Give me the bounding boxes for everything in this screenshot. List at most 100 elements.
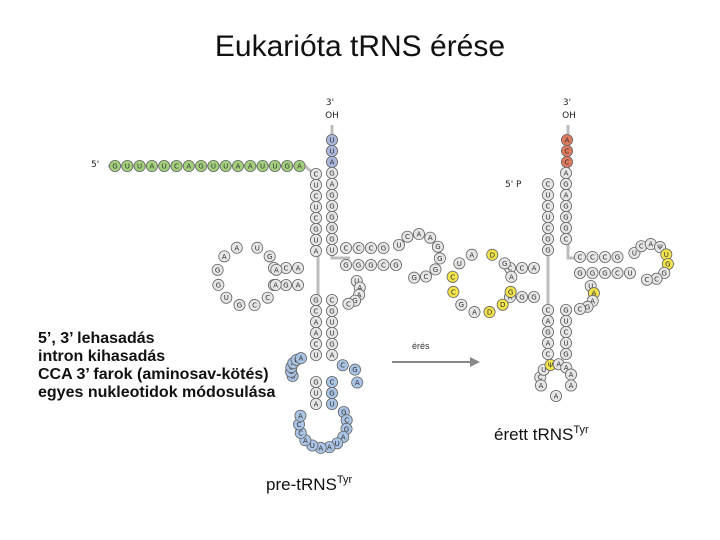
acceptor-stem-nucleotide: U bbox=[309, 200, 322, 213]
d-arm-nucleotide: G bbox=[279, 278, 292, 291]
acceptor-stem-nucleotide: G bbox=[560, 199, 573, 212]
acceptor-stem-nucleotide: U bbox=[542, 188, 555, 201]
svg-text:C: C bbox=[508, 265, 513, 273]
svg-text:A: A bbox=[355, 379, 360, 387]
svg-text:G: G bbox=[563, 181, 568, 189]
pre-oh-label: OH bbox=[325, 111, 339, 121]
d-loop-nucleotide: G bbox=[263, 250, 276, 263]
acceptor-stem-nucleotide: G bbox=[542, 232, 555, 245]
svg-text:G: G bbox=[112, 163, 117, 171]
svg-text:C: C bbox=[615, 270, 620, 278]
svg-text:C: C bbox=[564, 236, 569, 244]
svg-text:A: A bbox=[341, 433, 346, 441]
d-loop-nucleotide: A bbox=[230, 241, 243, 254]
d-arm-nucleotide: G bbox=[516, 290, 529, 303]
maturation-arrow bbox=[392, 357, 480, 367]
svg-text:A: A bbox=[357, 284, 362, 292]
svg-text:A: A bbox=[303, 437, 308, 445]
svg-text:D: D bbox=[490, 251, 495, 259]
anticodon-stem-nucleotide: U bbox=[325, 315, 338, 328]
t-arm-nucleotide: G bbox=[389, 258, 402, 271]
svg-text:A: A bbox=[546, 340, 551, 348]
leader-nucleotide: U bbox=[268, 159, 281, 172]
svg-text:U: U bbox=[329, 148, 334, 156]
svg-text:G: G bbox=[585, 303, 590, 311]
svg-text:C: C bbox=[340, 362, 345, 370]
svg-text:C: C bbox=[314, 215, 319, 223]
svg-text:C: C bbox=[546, 307, 551, 315]
svg-text:C: C bbox=[451, 288, 456, 296]
svg-text:C: C bbox=[356, 245, 361, 253]
d-loop-nucleotide: D bbox=[496, 298, 509, 311]
leader-nucleotide: U bbox=[121, 159, 134, 172]
anticodon-stem-nucleotide: A bbox=[542, 336, 555, 349]
t-arm-nucleotide: C bbox=[599, 250, 612, 263]
acceptor-stem-nucleotide: C bbox=[309, 211, 322, 224]
svg-text:A: A bbox=[314, 248, 319, 256]
svg-text:A: A bbox=[298, 412, 303, 420]
svg-text:C: C bbox=[590, 254, 595, 262]
svg-text:A: A bbox=[318, 444, 323, 452]
acceptor-stem-nucleotide: G bbox=[325, 188, 338, 201]
svg-text:G: G bbox=[502, 260, 507, 268]
pre-trna-caption-text: pre-tRNS bbox=[266, 475, 337, 494]
t-arm-nucleotide: C bbox=[352, 241, 365, 254]
svg-text:G: G bbox=[329, 203, 334, 211]
svg-text:A: A bbox=[564, 192, 569, 200]
svg-text:G: G bbox=[437, 255, 442, 263]
svg-text:U: U bbox=[329, 247, 334, 255]
d-loop-nucleotide: D bbox=[483, 306, 496, 319]
d-loop-nucleotide: C bbox=[446, 270, 459, 283]
svg-text:A: A bbox=[222, 253, 227, 261]
anticodon-stem-nucleotide: U bbox=[560, 336, 573, 349]
svg-text:U: U bbox=[563, 340, 568, 348]
t-arm-nucleotide: G bbox=[339, 258, 352, 271]
acceptor-stem-nucleotide: G bbox=[560, 177, 573, 190]
step-item: CCA 3’ farok (aminosav-kötés) bbox=[38, 366, 269, 383]
step-item: 5’, 3’ lehasadás bbox=[38, 330, 155, 347]
svg-text:U: U bbox=[137, 163, 142, 171]
t-loop-nucleotide: G bbox=[408, 271, 421, 284]
svg-text:G: G bbox=[459, 301, 464, 309]
svg-text:U: U bbox=[627, 270, 632, 278]
acceptor-stem-nucleotide: A bbox=[325, 177, 338, 190]
svg-text:U: U bbox=[588, 283, 593, 291]
svg-text:U: U bbox=[329, 401, 334, 409]
acceptor-stem-nucleotide: C bbox=[309, 167, 322, 180]
svg-text:C: C bbox=[174, 163, 179, 171]
acceptor-stem-nucleotide: U bbox=[325, 243, 338, 256]
svg-text:G: G bbox=[329, 236, 334, 244]
step-item: intron kihasadás bbox=[38, 348, 166, 365]
svg-text:U: U bbox=[541, 366, 546, 374]
svg-text:U: U bbox=[335, 440, 340, 448]
svg-text:G: G bbox=[341, 409, 346, 417]
svg-text:U: U bbox=[272, 163, 277, 171]
anticodon-loop-nucleotide: A bbox=[565, 368, 578, 381]
acceptor-stem-nucleotide: C bbox=[542, 199, 555, 212]
leader-nucleotide: U bbox=[219, 159, 232, 172]
d-loop-nucleotide: G bbox=[504, 285, 517, 298]
svg-text:A: A bbox=[564, 170, 569, 178]
svg-text:C: C bbox=[546, 225, 551, 233]
svg-text:A: A bbox=[648, 241, 653, 249]
anticodon-loop-nucleotide: A bbox=[534, 379, 547, 392]
leader-nucleotide: U bbox=[133, 159, 146, 172]
svg-text:G: G bbox=[352, 297, 357, 305]
svg-text:A: A bbox=[532, 265, 537, 273]
svg-text:C: C bbox=[346, 300, 351, 308]
leader-nucleotide: U bbox=[207, 159, 220, 172]
svg-text:G: G bbox=[519, 294, 524, 302]
d-loop-nucleotide: D bbox=[486, 248, 499, 261]
cca-tail-nucleotide: C bbox=[561, 155, 574, 168]
pre-five-prime-label: 5' bbox=[91, 160, 99, 170]
svg-text:U: U bbox=[354, 278, 359, 286]
anticodon-stem-nucleotide: C bbox=[542, 303, 555, 316]
svg-text:A: A bbox=[556, 361, 561, 369]
svg-text:G: G bbox=[590, 270, 595, 278]
svg-text:A: A bbox=[234, 244, 239, 252]
leader-nucleotide: G bbox=[195, 159, 208, 172]
svg-text:G: G bbox=[329, 192, 334, 200]
anticodon-loop-nucleotide: A bbox=[294, 409, 307, 422]
intron-nucleotide: A bbox=[294, 352, 307, 365]
